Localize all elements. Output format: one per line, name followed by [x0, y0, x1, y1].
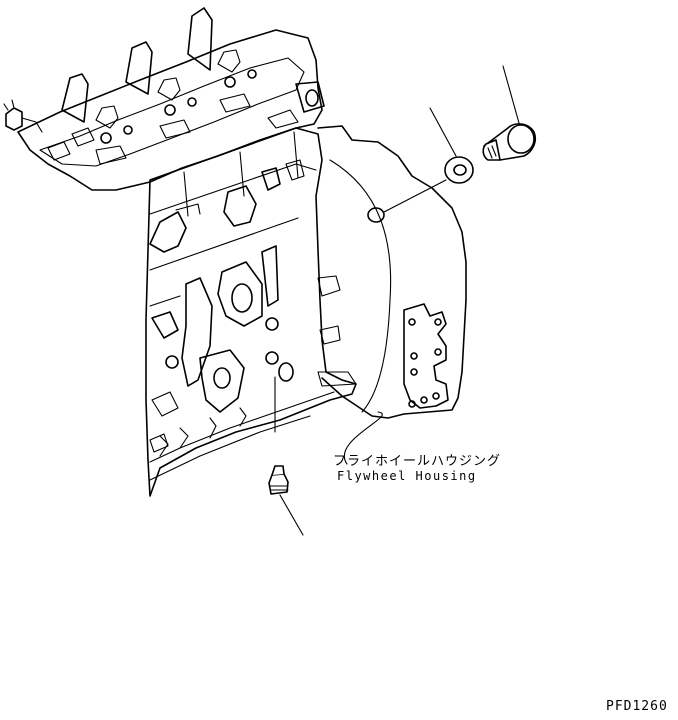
flywheel-housing: [317, 125, 467, 419]
flywheel-housing-label-jp: フライホイールハウジング: [333, 454, 502, 469]
cylinder-block: [145, 127, 357, 497]
drawing-code: PFD1260: [606, 699, 668, 714]
drain-fitting: [268, 376, 304, 536]
housing-leader-line: [343, 411, 383, 465]
plug-bolt: [482, 65, 537, 161]
flywheel-housing-label-en: Flywheel Housing: [337, 469, 477, 483]
cylinder-head: [3, 7, 325, 191]
washer: [383, 107, 474, 213]
